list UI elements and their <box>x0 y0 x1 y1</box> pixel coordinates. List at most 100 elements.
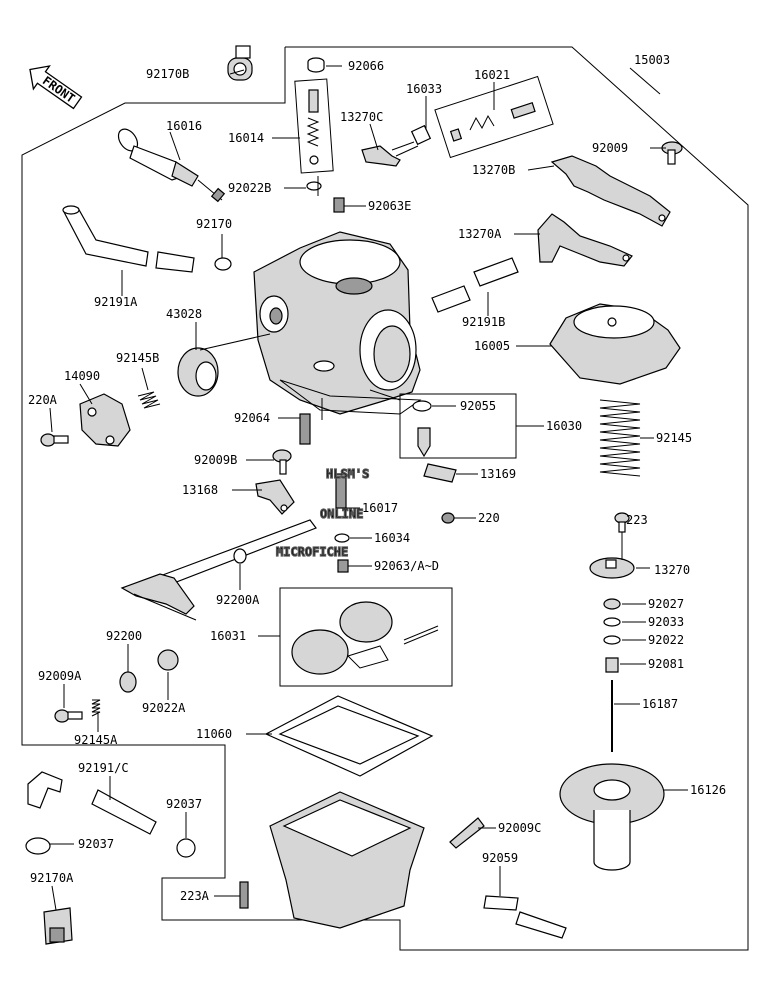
screw-92064-part <box>299 413 311 445</box>
label-16030: 16030 <box>546 419 582 433</box>
float-bowl-part <box>269 791 425 929</box>
washer-92027-part <box>603 598 621 610</box>
label-92009: 92009 <box>592 141 628 155</box>
leader-lines <box>49 65 688 911</box>
label-92022: 92022 <box>648 633 684 647</box>
carburetor-body-part <box>253 231 422 415</box>
watermark-line-2: ONLINE <box>320 507 363 521</box>
watermark: HLSM'S ONLINE MICROFICHE <box>275 466 370 559</box>
label-92170a: 92170A <box>30 871 74 885</box>
label-92200: 92200 <box>106 629 142 643</box>
piston-16126-part <box>559 763 665 871</box>
label-92063e: 92063E <box>368 199 411 213</box>
label-92059: 92059 <box>482 851 518 865</box>
clamp-92037b-part <box>25 837 51 855</box>
screw-set-16021-part <box>434 75 554 159</box>
washer-92022a-part <box>157 649 179 671</box>
label-92009b: 92009B <box>194 453 237 467</box>
needle-valve-part <box>417 427 431 458</box>
label-223: 223 <box>626 513 648 527</box>
clip-92170a-part <box>43 907 73 945</box>
label-16017: 16017 <box>362 501 398 515</box>
screw-223a-part <box>239 881 249 909</box>
label-15003: 15003 <box>634 53 670 67</box>
label-11060: 11060 <box>196 727 232 741</box>
diaphragm-43028-part <box>177 347 219 397</box>
jet-16017-part <box>335 473 347 509</box>
plate-13270-part <box>589 557 635 579</box>
screw-220a-part <box>40 433 69 447</box>
spring-92145a-part <box>91 699 101 717</box>
hose-92191a-part <box>62 205 195 273</box>
bracket-13270b-part <box>550 155 671 227</box>
screw-220-part <box>441 512 455 524</box>
label-92145: 92145 <box>656 431 692 445</box>
label-92170: 92170 <box>196 217 232 231</box>
watermark-line-3: MICROFICHE <box>276 545 348 559</box>
spring-92081-part <box>605 657 619 673</box>
label-16033: 16033 <box>406 82 442 96</box>
hose-92059-part <box>483 895 567 939</box>
label-13270c: 13270C <box>340 110 383 124</box>
hose-92191b-part <box>431 257 519 313</box>
screw-92009c-part <box>449 817 485 849</box>
label-16014: 16014 <box>228 131 264 145</box>
label-92009a: 92009A <box>38 669 82 683</box>
washer-92022-part <box>603 635 621 645</box>
gasket-11060-part <box>264 695 434 777</box>
clip-92033-part <box>603 617 621 627</box>
pilot-screw-16014-part <box>294 78 334 174</box>
label-92022a: 92022A <box>142 701 186 715</box>
label-13169: 13169 <box>480 467 516 481</box>
label-13270a: 13270A <box>458 227 502 241</box>
label-16016: 16016 <box>166 119 202 133</box>
float-box <box>279 587 453 687</box>
clamp-92170b-part <box>227 45 253 81</box>
label-92055: 92055 <box>460 399 496 413</box>
label-92066: 92066 <box>348 59 384 73</box>
label-92081: 92081 <box>648 657 684 671</box>
label-92191b: 92191B <box>462 315 505 329</box>
front-arrow: FRONT <box>29 65 83 110</box>
holder-13168-part <box>255 479 295 515</box>
o-ring-16034-part <box>334 533 350 543</box>
label-13168: 13168 <box>182 483 218 497</box>
label-43028: 43028 <box>166 307 202 321</box>
label-92145b: 92145B <box>116 351 159 365</box>
o-ring-92055-part <box>412 400 432 412</box>
screw-223-part <box>614 512 630 533</box>
label-92191a: 92191A <box>94 295 138 309</box>
label-92170b: 92170B <box>146 67 189 81</box>
spring-92145-part <box>599 399 641 477</box>
screw-92009b-part <box>272 449 292 475</box>
cap-92066-part <box>307 57 325 73</box>
screw-92009a-part <box>54 709 83 723</box>
label-16031: 16031 <box>210 629 246 643</box>
label-92037-b: 92037 <box>78 837 114 851</box>
label-14090: 14090 <box>64 369 100 383</box>
label-92022b: 92022B <box>228 181 271 195</box>
label-13270b: 13270B <box>472 163 515 177</box>
choke-16016-part <box>117 128 226 203</box>
label-16034: 16034 <box>374 531 410 545</box>
label-16126: 16126 <box>690 783 726 797</box>
label-92063ad: 92063/A~D <box>374 559 439 573</box>
assembly-outline <box>21 46 749 951</box>
choke-lever-part <box>120 519 317 621</box>
label-92009c: 92009C <box>498 821 541 835</box>
label-16005: 16005 <box>474 339 510 353</box>
screw-16033-part <box>391 124 432 157</box>
label-92145a: 92145A <box>74 733 118 747</box>
label-223a: 223A <box>180 889 210 903</box>
spring-92145b-part <box>137 391 161 409</box>
float-16031-part <box>291 601 439 675</box>
label-16021: 16021 <box>474 68 510 82</box>
clamp-92170-part <box>214 257 232 271</box>
label-92191c: 92191/C <box>78 761 129 775</box>
bracket-13270c-part <box>361 145 401 167</box>
float-pin-13169-part <box>423 463 457 483</box>
screw-92063e-part <box>333 197 345 213</box>
cover-16005-part <box>549 303 681 385</box>
bracket-13270a-part <box>537 213 633 267</box>
